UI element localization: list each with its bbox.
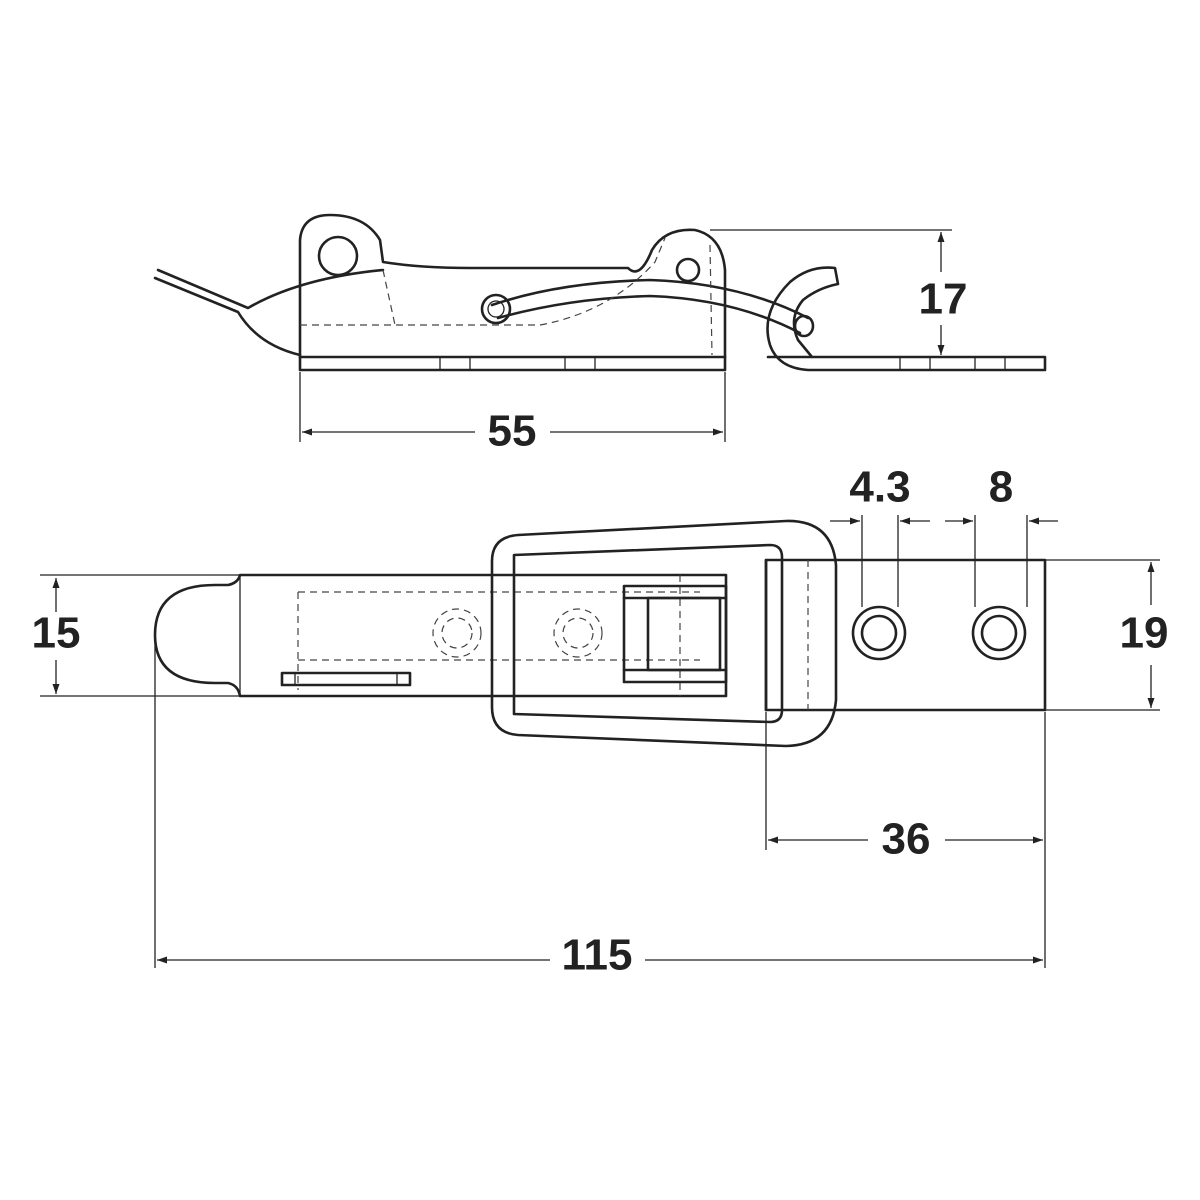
dim-label-4-3: 4.3 bbox=[849, 463, 910, 512]
dim-115: 115 bbox=[154, 640, 1043, 980]
dim-label-36: 36 bbox=[882, 815, 931, 864]
dim-8: 8 bbox=[945, 463, 1058, 607]
dim-label-55: 55 bbox=[488, 407, 537, 456]
dim-55: 55 bbox=[299, 372, 726, 456]
side-pivot-hole bbox=[317, 235, 359, 277]
dim-19: 19 bbox=[1045, 559, 1169, 711]
dim-15: 15 bbox=[32, 574, 240, 697]
dim-label-115: 115 bbox=[562, 931, 633, 980]
dim-17: 17 bbox=[710, 229, 1000, 358]
side-rear-hole bbox=[675, 257, 701, 283]
plate-hole-1 bbox=[851, 605, 907, 661]
plate-hole-2 bbox=[971, 605, 1027, 661]
dim-label-15: 15 bbox=[32, 609, 81, 658]
side-view bbox=[153, 213, 1047, 372]
dim-label-17: 17 bbox=[919, 275, 968, 324]
top-view bbox=[153, 519, 1047, 748]
dim-4-3: 4.3 bbox=[830, 463, 930, 607]
dim-36: 36 bbox=[765, 712, 1046, 968]
dim-label-8: 8 bbox=[989, 463, 1013, 512]
dim-label-19: 19 bbox=[1120, 609, 1169, 658]
